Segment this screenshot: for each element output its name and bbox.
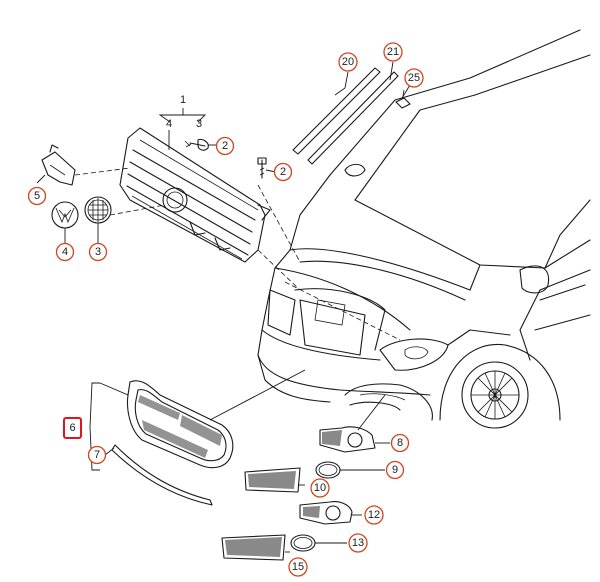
fog-grille-right-upper	[319, 426, 376, 453]
callout-9-label: 9	[392, 464, 398, 476]
clip-bracket	[41, 144, 76, 186]
car-body	[257, 29, 591, 429]
callout-1-label: 1	[180, 94, 186, 106]
callout-7-label: 7	[94, 449, 100, 461]
callout-2-lower-label: 2	[280, 166, 286, 178]
vw-emblem	[51, 201, 79, 229]
callout-15[interactable]: 15	[288, 557, 308, 577]
assembly-guide-lines	[74, 167, 401, 431]
callout-2-lower[interactable]: 2	[273, 162, 293, 182]
callout-8-label: 8	[397, 437, 403, 449]
callout-8[interactable]: 8	[390, 433, 410, 453]
callout-13[interactable]: 13	[348, 533, 368, 553]
lower-trim-strip	[111, 444, 213, 506]
callout-5[interactable]: 5	[27, 186, 47, 206]
callout-1[interactable]: 1	[180, 94, 186, 106]
callout-3-upper[interactable]: 3	[196, 118, 202, 130]
leader-lines	[36, 61, 411, 553]
callout-6-label: 6	[69, 422, 75, 434]
upper-grille	[119, 127, 271, 263]
callout-25-label: 25	[408, 72, 420, 84]
callout-4-lower[interactable]: 4	[55, 242, 75, 262]
trim-strip-20	[292, 67, 381, 155]
screw-upper	[184, 138, 209, 151]
callout-4-upper[interactable]: 4	[166, 118, 172, 130]
callout-5-label: 5	[34, 190, 40, 202]
callout-3-upper-label: 3	[196, 118, 202, 130]
callout-21[interactable]: 21	[383, 42, 403, 62]
callout-25[interactable]: 25	[404, 68, 424, 88]
callout-4-lower-label: 4	[62, 246, 68, 258]
fog-grille-left-lower	[221, 534, 286, 561]
callout-3-lower-label: 3	[95, 246, 101, 258]
callout-2-upper-label: 2	[222, 140, 228, 152]
callout-12[interactable]: 12	[364, 505, 384, 525]
clip-25	[395, 89, 411, 109]
callout-4-upper-label: 4	[166, 118, 172, 130]
callout-15-label: 15	[292, 561, 304, 573]
fog-grille-left-upper	[244, 467, 301, 493]
callout-20-label: 20	[342, 56, 354, 68]
trim-ring-13	[290, 534, 316, 552]
callout-21-label: 21	[387, 46, 399, 58]
trim-ring-9	[315, 461, 341, 479]
callout-10-label: 10	[314, 482, 326, 494]
callout-6-highlighted[interactable]: 6	[63, 417, 82, 439]
fog-grille-right-lower	[299, 501, 353, 525]
callout-20[interactable]: 20	[338, 52, 358, 72]
callout-3-lower[interactable]: 3	[88, 242, 108, 262]
callout-10[interactable]: 10	[310, 478, 330, 498]
emblem-carrier	[84, 196, 112, 224]
callout-12-label: 12	[368, 509, 380, 521]
screw-lower	[257, 157, 267, 179]
callout-2-upper[interactable]: 2	[215, 136, 235, 156]
callout-13-label: 13	[352, 537, 364, 549]
lower-grille	[126, 380, 234, 469]
callout-9[interactable]: 9	[385, 460, 405, 480]
callout-7[interactable]: 7	[87, 445, 107, 465]
trim-strip-21	[307, 71, 399, 165]
